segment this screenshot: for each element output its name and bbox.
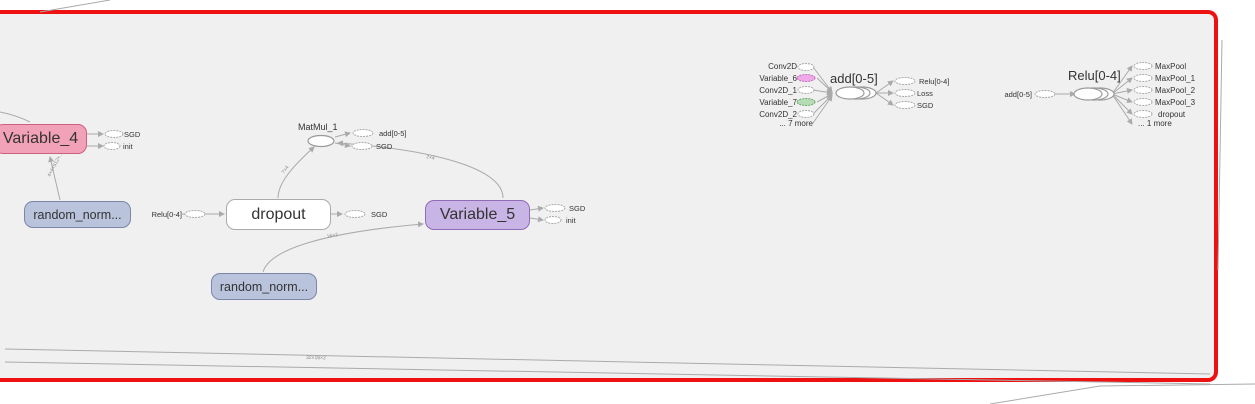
output-label: Relu[0-4]	[919, 77, 950, 86]
edge-relu-maxpool3	[1111, 93, 1133, 103]
output-label: Loss	[917, 89, 933, 98]
output-label: MaxPool_2	[1155, 86, 1196, 95]
ref-ellipse[interactable]	[894, 77, 916, 85]
ref-ellipse[interactable]	[544, 216, 562, 224]
input-label: ... 7 more	[779, 119, 813, 128]
output-label: MaxPool	[1155, 62, 1187, 71]
ref-ellipse[interactable]	[344, 210, 366, 218]
output-label: add[0-5]	[379, 129, 407, 138]
relu-group-ellipse[interactable]	[1073, 87, 1115, 101]
ref-ellipse[interactable]	[1034, 90, 1056, 98]
variable-6-ellipse[interactable]	[796, 74, 816, 82]
edge-relu-maxpool2	[1111, 88, 1133, 95]
edge-label-bottom: 32×16×2	[306, 355, 326, 361]
relu-group-label: Relu[0-4]	[1068, 68, 1121, 83]
dropout-node[interactable]: dropout	[226, 199, 331, 230]
matmul-1-ellipse[interactable]	[307, 134, 335, 148]
edge-more-add	[812, 95, 833, 124]
ref-ellipse[interactable]	[103, 142, 121, 150]
variable-5-node[interactable]: Variable_5	[425, 200, 530, 230]
edge-rand2-var5	[262, 221, 424, 273]
output-label: SGD	[371, 210, 388, 219]
ref-ellipse[interactable]	[184, 210, 206, 218]
input-label: Conv2D	[768, 62, 797, 71]
edge-label-dropout-matmul: ?×4	[281, 165, 291, 176]
ref-ellipse[interactable]	[1133, 74, 1153, 82]
ref-ellipse[interactable]	[1133, 98, 1153, 106]
edge-matmul-sgd	[334, 142, 351, 148]
input-label: Variable_7	[759, 98, 797, 107]
edge-matmul-add	[334, 131, 351, 138]
random-normal-node[interactable]: random_norm...	[211, 273, 317, 300]
edge-label-rand2-var5: 16×2	[326, 232, 338, 240]
output-label: dropout	[1158, 110, 1186, 119]
edge-rand1-var4	[48, 156, 61, 201]
ref-ellipse[interactable]	[352, 129, 374, 137]
edge-bottom-long-2	[4, 361, 1211, 385]
edge-var5-init	[529, 216, 544, 223]
output-label: MaxPool_1	[1155, 74, 1196, 83]
input-label: Variable_6	[759, 74, 797, 83]
edge-bottom-right	[989, 383, 1255, 404]
output-label: SGD	[917, 101, 934, 110]
ref-ellipse[interactable]	[1133, 110, 1153, 118]
edge-top-left	[39, 0, 111, 13]
output-label: init	[123, 142, 133, 151]
input-label: Relu[0-4]	[151, 210, 182, 219]
edge-conv2d2-add	[812, 94, 833, 115]
selected-group-panel	[0, 10, 1218, 382]
edge-relu-maxpool1	[1111, 77, 1133, 95]
output-label: SGD	[569, 204, 586, 213]
output-label: init	[566, 216, 576, 225]
ref-ellipse[interactable]	[1133, 86, 1153, 94]
edge-relu-maxpool	[1111, 65, 1133, 95]
ref-ellipse[interactable]	[351, 142, 373, 150]
edge-relu-more	[1111, 93, 1133, 125]
edge-conv2d1-add	[812, 89, 833, 96]
ref-ellipse[interactable]	[104, 130, 124, 138]
ref-ellipse[interactable]	[797, 86, 815, 94]
input-label: Conv2D_2	[759, 110, 797, 119]
ref-ellipse[interactable]	[544, 204, 566, 212]
edge-right-side	[1217, 39, 1223, 271]
ref-ellipse[interactable]	[1133, 62, 1153, 70]
edge-var5-matmul	[337, 140, 504, 199]
edge-var4-in	[0, 111, 31, 123]
variable-7-ellipse[interactable]	[796, 98, 816, 106]
output-label: SGD	[124, 130, 141, 139]
add-group-ellipse[interactable]	[835, 86, 877, 100]
variable-4-node[interactable]: Variable_4	[0, 124, 87, 154]
ref-ellipse[interactable]	[894, 101, 916, 109]
ref-ellipse[interactable]	[797, 63, 815, 71]
edge-add-sgd	[875, 92, 894, 106]
input-label: Conv2D_1	[759, 86, 797, 95]
edge-bottom-long	[4, 348, 1211, 375]
edge-label-rand1-var4: 4×4×512×...	[46, 151, 64, 178]
output-label: ... 1 more	[1138, 119, 1172, 128]
ref-ellipse[interactable]	[894, 89, 916, 97]
matmul-1-label: MatMul_1	[298, 122, 338, 132]
output-label: MaxPool_3	[1155, 98, 1196, 107]
edge-dropout-matmul	[277, 146, 315, 199]
edge-variable7-add	[816, 93, 833, 103]
input-label: add[0-5]	[1004, 90, 1032, 99]
edge-label-var5-matmul: 2×4	[426, 154, 436, 162]
random-normal-node[interactable]: random_norm...	[24, 201, 131, 228]
add-group-label: add[0-5]	[830, 71, 878, 86]
output-label: SGD	[376, 142, 393, 151]
ref-ellipse[interactable]	[797, 110, 815, 118]
edge-var5-sgd	[529, 205, 544, 212]
edge-relu-dropout-out	[1111, 93, 1133, 115]
edge-add-relu	[875, 80, 894, 94]
